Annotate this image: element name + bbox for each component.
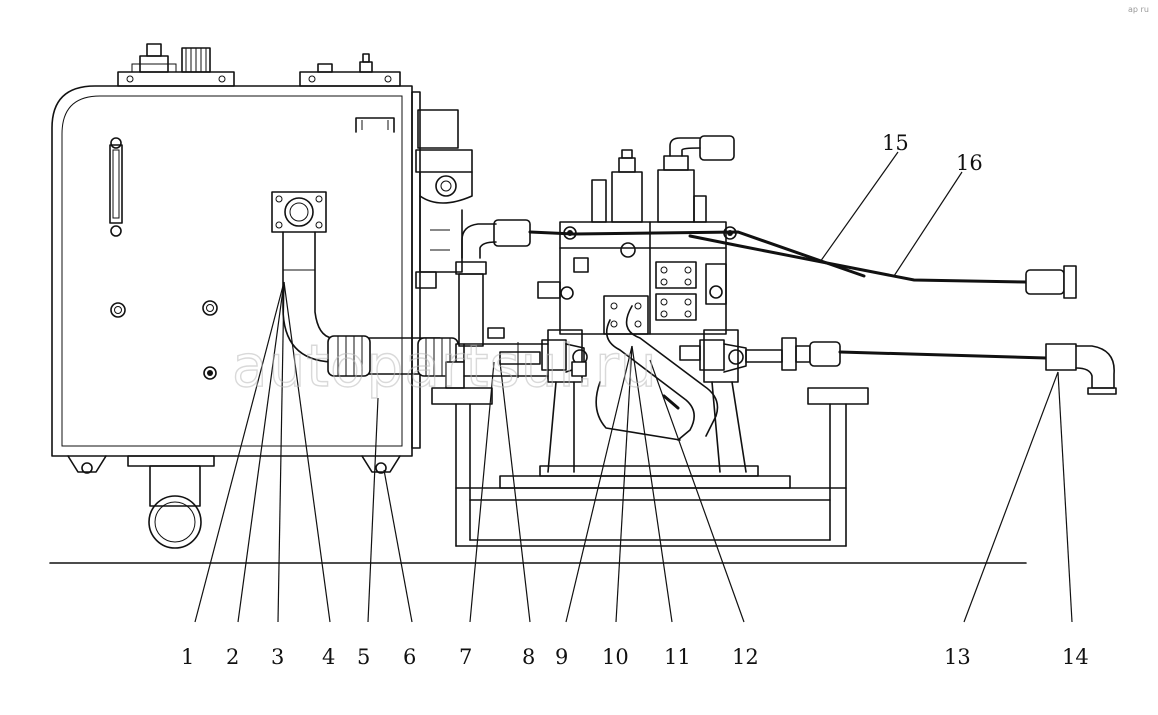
tank-mounting-feet [67,455,401,474]
watermark-corner: ap ru [1128,5,1149,14]
callout-14: 14 [1062,645,1089,669]
drain-pipe [148,465,202,549]
hose-16 [688,234,1077,299]
pressure-line-horizontal [463,327,549,378]
valve-stand [499,305,791,489]
pressure-pipe [455,219,531,347]
watermark-text: autopartsul.ru [232,332,658,400]
watermark: autopartsul.ru ap ru [231,5,1149,401]
right-end-fitting [679,337,811,373]
callout-9: 9 [555,645,568,669]
left-end-fitting [541,339,588,377]
callout-11: 11 [664,645,691,669]
suction-flange [271,191,327,233]
callout-15: 15 [882,131,909,155]
valve-block [537,135,737,335]
callout-16: 16 [956,151,983,175]
callout-labels: 1 2 3 4 5 6 7 8 9 10 11 12 13 14 15 16 [181,131,1089,669]
callout-10: 10 [602,645,629,669]
callout-5: 5 [357,645,370,669]
callout-1: 1 [181,645,194,669]
sight-glass [109,144,123,224]
callout-12: 12 [732,645,759,669]
leader-lines [194,151,1073,623]
callout-2: 2 [226,645,239,669]
callout-7: 7 [459,645,472,669]
suction-hose [327,335,465,389]
hose-13-14 [809,341,1117,395]
hose-15 [528,230,866,278]
callout-4: 4 [322,645,335,669]
callout-8: 8 [522,645,535,669]
hydraulic-tank [51,43,421,457]
callout-13: 13 [944,645,971,669]
callout-3: 3 [271,645,284,669]
callout-6: 6 [403,645,416,669]
